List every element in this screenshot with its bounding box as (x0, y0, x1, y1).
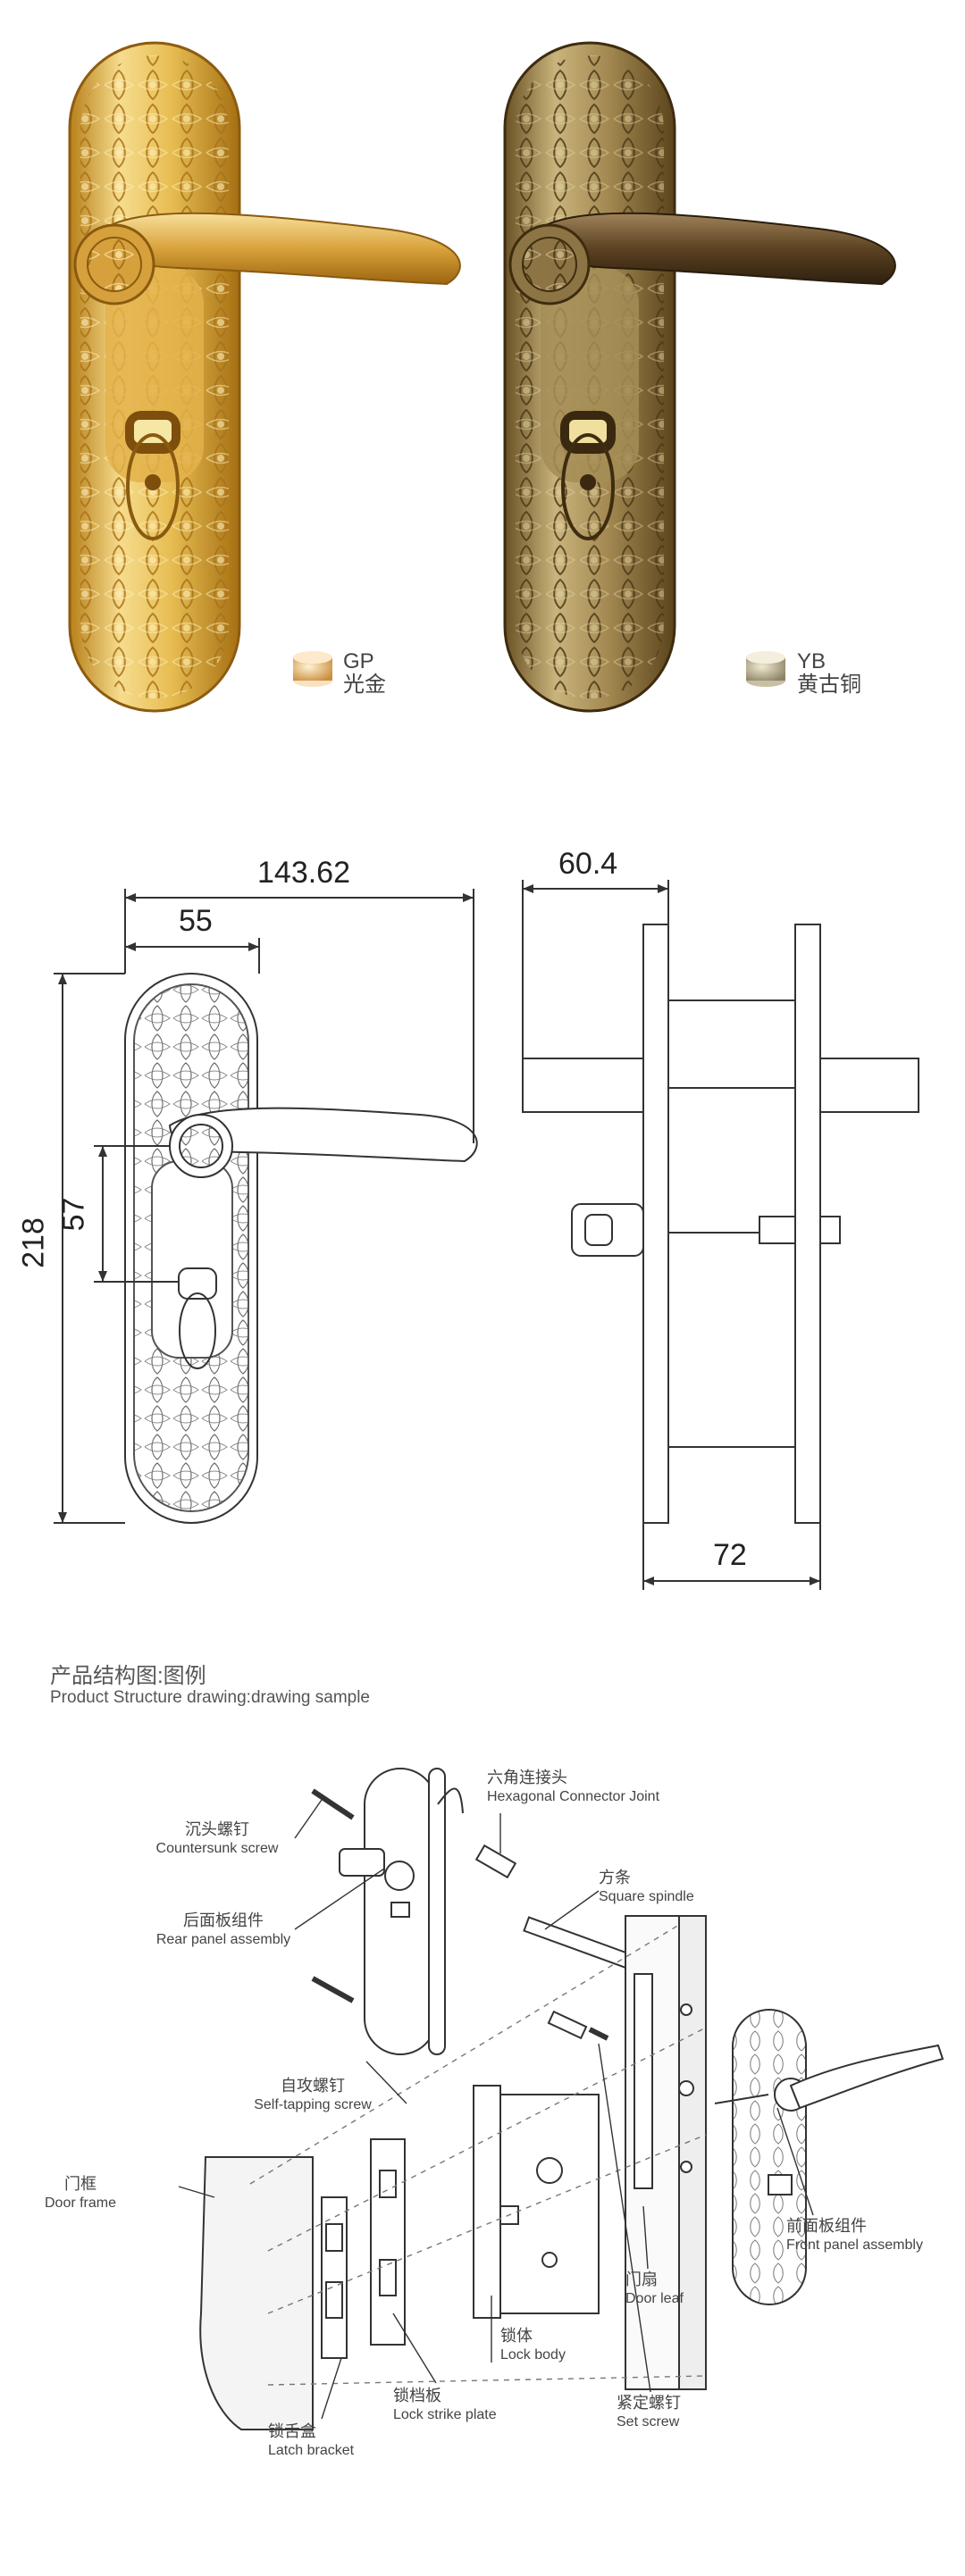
callout-set-screw-cn: 紧定螺钉 (617, 2394, 681, 2412)
callout-hex-connector-cn: 六角连接头 (487, 1769, 567, 1786)
callout-door-frame-en: Door frame (44, 2195, 117, 2211)
dim-spindle-cylinder: 57 (56, 1197, 91, 1232)
callout-rear-panel-en: Rear panel assembly (155, 1932, 291, 1947)
structure-drawing: 产品结构图:图例 Product Structure drawing:drawi… (0, 1635, 965, 2576)
dim-height: 218 (16, 1217, 51, 1268)
callout-lock-body-en: Lock body (500, 2347, 566, 2363)
dimension-drawings: 143.62 55 218 57 60.4 72 (0, 804, 965, 1590)
gp-swatch (293, 651, 332, 687)
callout-rear-panel: 后面板组件 Rear panel assembly (125, 1911, 322, 1949)
bronze-lock-photo (503, 41, 896, 713)
yb-swatch (746, 651, 785, 687)
callout-countersunk-screw: 沉头螺钉 Countersunk screw (123, 1820, 311, 1858)
callout-strike-plate: 锁档板 Lock strike plate (393, 2387, 536, 2424)
callout-lock-body: 锁体 Lock body (500, 2327, 608, 2364)
gold-lock-photo (68, 41, 461, 713)
callout-front-panel-cn: 前面板组件 (786, 2217, 867, 2235)
structure-title-en: Product Structure drawing:drawing sample (50, 1688, 371, 1707)
callout-front-panel-en: Front panel assembly (786, 2237, 923, 2253)
product-photos: GP 光金 YB 黄古铜 (0, 0, 965, 768)
callout-square-spindle-cn: 方条 (599, 1869, 631, 1886)
exploded-view-svg (178, 1768, 944, 2430)
callout-self-tapping-screw-cn: 自攻螺钉 (281, 2077, 345, 2095)
callout-latch-bracket: 锁舌盒 Latch bracket (268, 2422, 411, 2460)
structure-title-cn: 产品结构图:图例 (50, 1664, 206, 1688)
callout-countersunk-screw-cn: 沉头螺钉 (185, 1820, 249, 1838)
callout-door-leaf-en: Door leaf (625, 2291, 684, 2306)
callout-set-screw-en: Set screw (617, 2414, 680, 2430)
callout-latch-bracket-cn: 锁舌盒 (268, 2422, 316, 2440)
callout-strike-plate-cn: 锁档板 (393, 2387, 441, 2405)
callout-hex-connector-en: Hexagonal Connector Joint (487, 1789, 660, 1804)
dimension-svg (54, 880, 919, 1590)
dim-projection: 60.4 (558, 847, 618, 881)
product-photos-svg (68, 41, 896, 713)
callout-door-frame-cn: 门框 (64, 2175, 96, 2193)
callout-door-leaf: 门扇 Door leaf (625, 2271, 733, 2308)
callout-door-frame: 门框 Door frame (18, 2175, 143, 2212)
callout-door-leaf-cn: 门扇 (625, 2271, 658, 2288)
callout-hex-connector: 六角连接头 Hexagonal Connector Joint (487, 1769, 701, 1806)
callout-square-spindle: 方条 Square spindle (599, 1869, 733, 1906)
yb-code: YB (797, 649, 827, 673)
callout-lock-body-cn: 锁体 (500, 2327, 533, 2345)
dim-door-thickness: 72 (713, 1538, 747, 1572)
dim-total-width: 143.62 (257, 856, 350, 890)
callout-countersunk-screw-en: Countersunk screw (155, 1841, 279, 1856)
callout-set-screw: 紧定螺钉 Set screw (617, 2394, 724, 2431)
callout-square-spindle-en: Square spindle (599, 1889, 694, 1904)
callout-self-tapping-screw: 自攻螺钉 Self-tapping screw (223, 2077, 402, 2114)
callout-strike-plate-en: Lock strike plate (393, 2407, 497, 2422)
gp-code: GP (343, 649, 374, 673)
callout-rear-panel-cn: 后面板组件 (183, 1911, 264, 1929)
callout-front-panel: 前面板组件 Front panel assembly (786, 2217, 961, 2254)
callout-latch-bracket-en: Latch bracket (268, 2443, 355, 2458)
callout-self-tapping-screw-en: Self-tapping screw (254, 2097, 372, 2112)
gp-name: 光金 (343, 673, 386, 697)
dim-handle-offset: 55 (179, 904, 213, 938)
yb-name: 黄古铜 (797, 673, 861, 697)
